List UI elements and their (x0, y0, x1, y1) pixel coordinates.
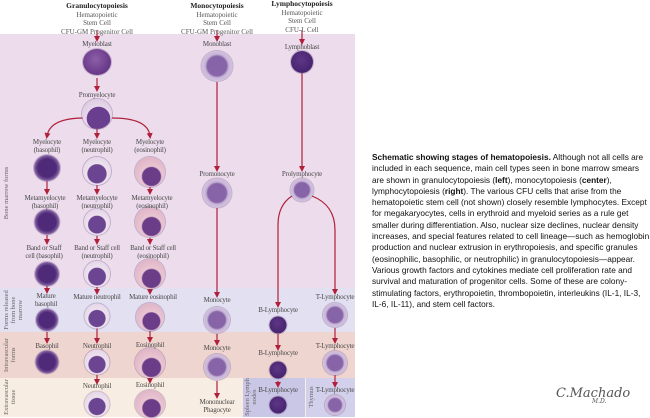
label-t-lymphocyte-tissue: T-Lymphocyte (315, 386, 355, 394)
cell-t-lymphocyte (323, 303, 347, 327)
cell-mature-eosinophil (136, 303, 164, 331)
cell-neutrophil (84, 349, 110, 375)
label-myelocyte-eosinophil: Myelocyte(eosinophil) (134, 138, 166, 154)
label-band-neutrophil: Band or Staff cell(neutrophil) (74, 244, 120, 260)
cell-eosinophil (135, 348, 165, 378)
caption-bold: center (581, 174, 607, 185)
arrows-layer (44, 30, 338, 399)
cell-metamyelocyte-eosinophil (135, 207, 165, 237)
label-monoblast: Monoblast (202, 40, 232, 48)
cell-prolymphocyte (290, 178, 314, 202)
caption-text: ), lymphocytopoiesis ( (372, 174, 612, 196)
arrow (44, 117, 85, 139)
arrow (111, 117, 153, 139)
cell-b-lymphocyte (269, 316, 287, 334)
label-mature-neutrophil: Mature neutrophil (73, 293, 121, 301)
label-monocyte: Monocyte (203, 296, 231, 304)
label-lymphoblast: Lymphoblast (284, 43, 320, 51)
caption-bold: left (495, 174, 508, 185)
label-neutrophil: Neutrophil (82, 342, 112, 350)
cell-mature-neutrophil (84, 303, 110, 329)
label-band-eosinophil: Band or Staff cell(eosinophil) (130, 244, 176, 260)
label-eosinophil: Eosinophil (135, 341, 165, 349)
cell-myeloblast (83, 49, 111, 75)
cell-monoblast (201, 51, 233, 81)
label-mature-eosinophil: Mature eosinophil (129, 293, 177, 301)
label-myeloblast: Myeloblast (82, 40, 112, 48)
cell-band-basophil (35, 262, 59, 286)
label-monocyte-intravascular: Monocyte (203, 344, 231, 352)
label-eosinophil-tissue: Eosinophil (135, 381, 165, 389)
caption-text: ), monocytopoiesis ( (507, 174, 582, 185)
caption-text: Although not all cells are included in e… (372, 152, 644, 185)
label-promonocyte: Promonocyte (199, 170, 235, 178)
cell-lymphoblast (291, 51, 313, 73)
cell-t-lymphocyte-tissue (325, 395, 345, 415)
cell-mature-basophil (36, 309, 58, 331)
cell-myelocyte-eosinophil (135, 157, 165, 187)
cell-metamyelocyte-basophil (34, 209, 60, 235)
cell-promonocyte (202, 178, 232, 208)
label-metamyelocyte-basophil: Metamyelocyte(basophil) (24, 194, 66, 210)
zone-bone-marrow (0, 34, 355, 288)
label-myelocyte-basophil: Myelocyte(basophil) (32, 138, 62, 154)
label-basophil: Basophil (35, 342, 59, 350)
cell-band-eosinophil (135, 259, 165, 289)
label-promyelocyte: Promyelocyte (78, 91, 116, 99)
label-b-lymphocyte-tissue: B-Lymphocyte (258, 386, 298, 394)
label-metamyelocyte-neutrophil: Metamyelocyte(neutrophil) (76, 194, 118, 210)
label-t-lymphocyte: T-Lymphocyte (315, 293, 355, 301)
cell-t-lymphocyte-intravascular (323, 351, 347, 375)
cell-neutrophil-tissue (84, 391, 110, 417)
label-prolymphocyte: Prolymphocyte (281, 170, 323, 178)
label-myelocyte-neutrophil: Myelocyte(neutrophil) (81, 138, 113, 154)
caption-text: ). The various CFU cells that arise from… (372, 185, 650, 309)
caption-bold: right (444, 185, 464, 196)
cell-promyelocyte (82, 99, 112, 129)
label-b-lymphocyte: B-Lymphocyte (258, 306, 298, 314)
cell-eosinophil-tissue (135, 390, 165, 418)
cell-monocyte (204, 307, 230, 333)
label-neutrophil-tissue: Neutrophil (82, 382, 112, 390)
cell-metamyelocyte-neutrophil (84, 209, 110, 235)
label-metamyelocyte-eosinophil: Metamyelocyte(eosinophil) (131, 194, 173, 210)
label-b-lymphocyte-intravascular: B-Lymphocyte (258, 349, 298, 357)
cell-myelocyte-basophil (34, 155, 60, 181)
caption-heading: Schematic showing stages of hematopoiesi… (372, 152, 551, 162)
cell-b-lymphocyte-intravascular (269, 361, 287, 379)
figure-caption: Schematic showing stages of hematopoiesi… (372, 152, 650, 310)
cell-b-lymphocyte-tissue (269, 396, 287, 414)
cell-myelocyte-neutrophil (83, 157, 111, 185)
cell-band-neutrophil (84, 261, 110, 287)
label-t-lymphocyte-intravascular: T-Lymphocyte (315, 342, 355, 350)
cell-monocyte-intravascular (204, 354, 230, 380)
zone-released (0, 288, 355, 332)
zone-intravascular (0, 332, 355, 378)
cell-basophil (35, 350, 59, 374)
